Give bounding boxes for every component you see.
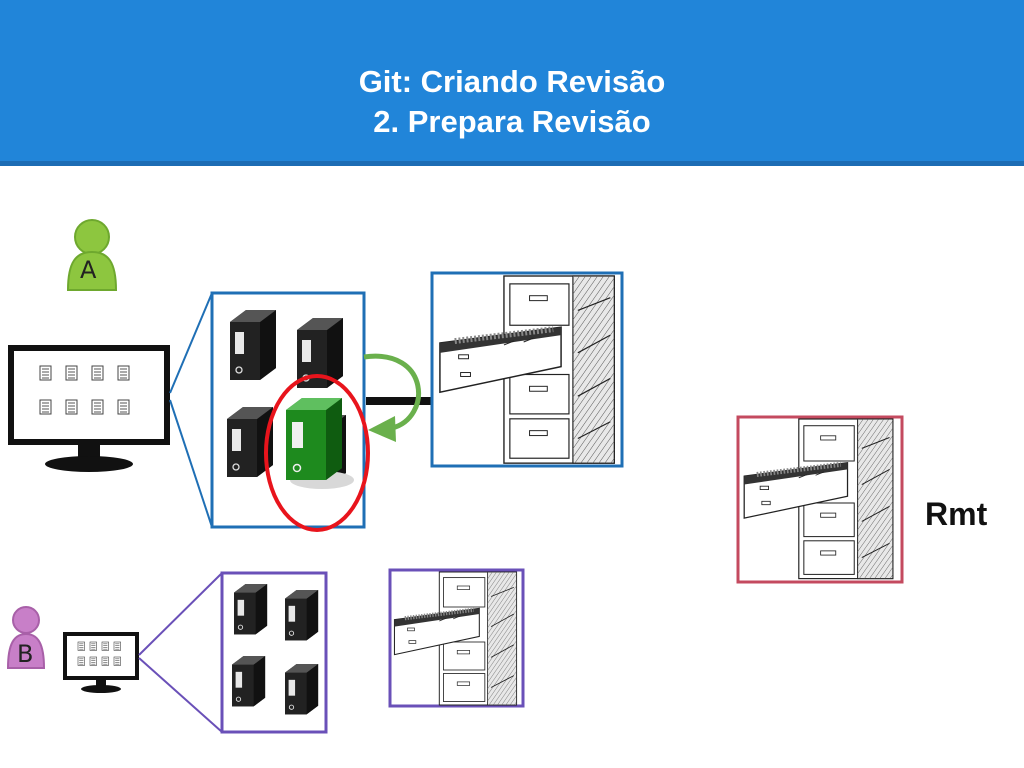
remote-label: Rmt [925,496,988,532]
monitor-icon [8,345,170,472]
user-a-icon [66,219,118,291]
user-b-label: B [17,640,34,668]
title-line-2: 2. Prepara Revisão [373,104,651,139]
staged-binder [285,397,343,481]
connector-bar [366,397,432,405]
highlight-ring [264,374,370,532]
user-a-label: A [80,256,97,284]
user-b-icon [6,606,46,669]
title-line-1: Git: Criando Revisão [358,64,666,99]
header-bar: Git: Criando Revisão 2. Prepara Revisão [0,0,1024,166]
monitor-icon [63,632,139,693]
slide-title: Git: Criando Revisão 2. Prepara Revisão [0,62,1024,142]
curved-arrow-icon [363,353,422,442]
